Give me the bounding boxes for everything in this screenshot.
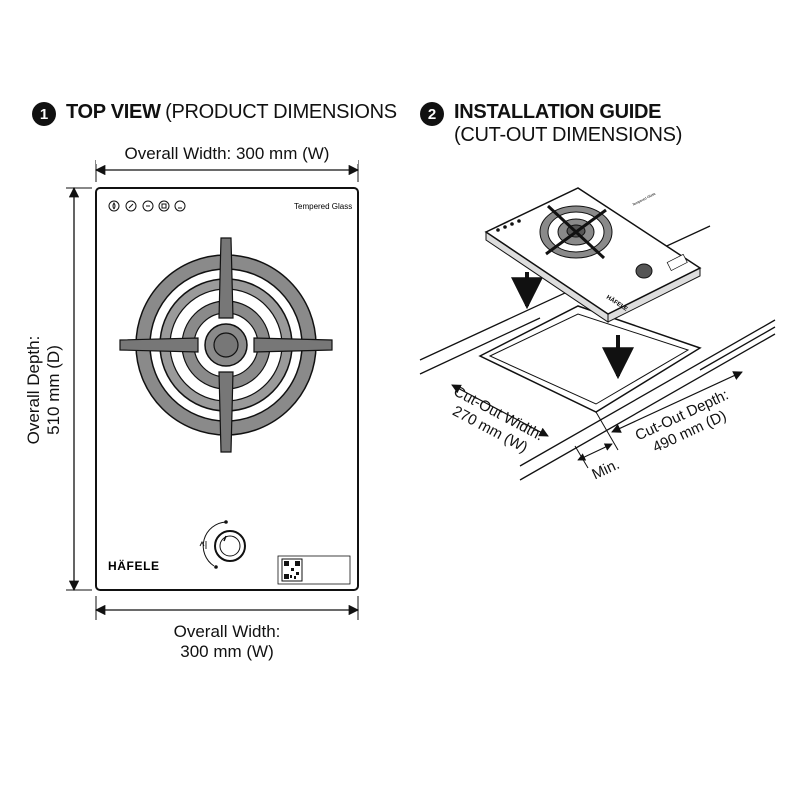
section-2-number: 2 — [420, 102, 444, 126]
cutout-width-arrow — [451, 384, 549, 437]
min-extension-1 — [574, 445, 589, 469]
grate-arm-bottom — [218, 371, 234, 453]
grate-arm-top — [218, 237, 234, 319]
bottom-width-line2: 300 mm (W) — [180, 642, 274, 661]
depth-line2: 510 mm (D) — [44, 345, 63, 435]
cutout-outline — [478, 305, 702, 413]
control-icons — [108, 200, 186, 212]
cutout-inner-edge — [488, 313, 690, 405]
control-knob — [199, 520, 246, 569]
knob-dot-bottom — [214, 565, 218, 569]
tempered-glass-label: Tempered Glass — [294, 202, 352, 211]
depth-label: Overall Depth: 510 mm (D) — [24, 310, 64, 470]
qr-label — [277, 555, 351, 585]
cutout-hole — [478, 305, 702, 413]
knob-indicator — [223, 535, 227, 542]
section-1-heading: 1 TOP VIEW (PRODUCT DIMENSIONS — [32, 101, 397, 126]
section-1-title: TOP VIEW — [66, 101, 161, 123]
burner — [119, 237, 333, 453]
grate-perspective — [545, 204, 607, 260]
icon-dot-3 — [510, 222, 514, 226]
min-dimension-arrow — [577, 443, 613, 461]
section-2-title: INSTALLATION GUIDE — [454, 101, 662, 123]
knob-cap — [219, 535, 241, 557]
section-1-subtitle: (PRODUCT DIMENSIONS — [165, 101, 397, 123]
qr-label-perspective — [666, 253, 688, 272]
icon-dot-4 — [517, 219, 521, 223]
icon-dot-1 — [496, 228, 500, 232]
bottom-width-label: Overall Width: 300 mm (W) — [96, 622, 358, 662]
brand-logo-top: HÄFELE — [108, 558, 160, 573]
knob-perspective — [635, 263, 653, 279]
ignition-icon — [158, 200, 170, 212]
section-2-subtitle: (CUT-OUT DIMENSIONS) — [454, 124, 683, 146]
hob-perspective: Tempered Glass HÄFELE — [484, 187, 702, 323]
grate-arm-left — [119, 337, 199, 353]
min-extension-2 — [595, 411, 619, 451]
countertop-front-edge-1 — [419, 317, 541, 375]
child-lock-icon — [125, 200, 137, 212]
cutout-depth-arrow — [611, 371, 743, 433]
section-1-number: 1 — [32, 102, 56, 126]
knob-dot-top — [224, 520, 228, 524]
knob-scale-arc — [202, 521, 227, 567]
top-view: Tempered Glass HÄFELE — [66, 160, 360, 620]
grate-arm-right — [253, 337, 333, 353]
gas-icon — [174, 200, 186, 212]
depth-line1: Overall Depth: — [24, 335, 43, 445]
countertop-front-edge-4 — [699, 326, 776, 371]
icon-dot-2 — [503, 225, 507, 229]
flame-icon — [108, 200, 120, 212]
burner-center-hub — [213, 332, 239, 358]
installation-diagram: Tempered Glass HÄFELE — [419, 187, 776, 481]
tempered-glass-label-small: Tempered Glass — [632, 192, 657, 207]
section-2-heading: 2 INSTALLATION GUIDE (CUT-OUT DIMENSIONS… — [420, 101, 682, 147]
safety-icon — [142, 200, 154, 212]
top-width-label: Overall Width: 300 mm (W) — [96, 144, 358, 164]
knob-burner-icon — [199, 540, 207, 549]
bottom-width-line1: Overall Width: — [173, 622, 281, 641]
